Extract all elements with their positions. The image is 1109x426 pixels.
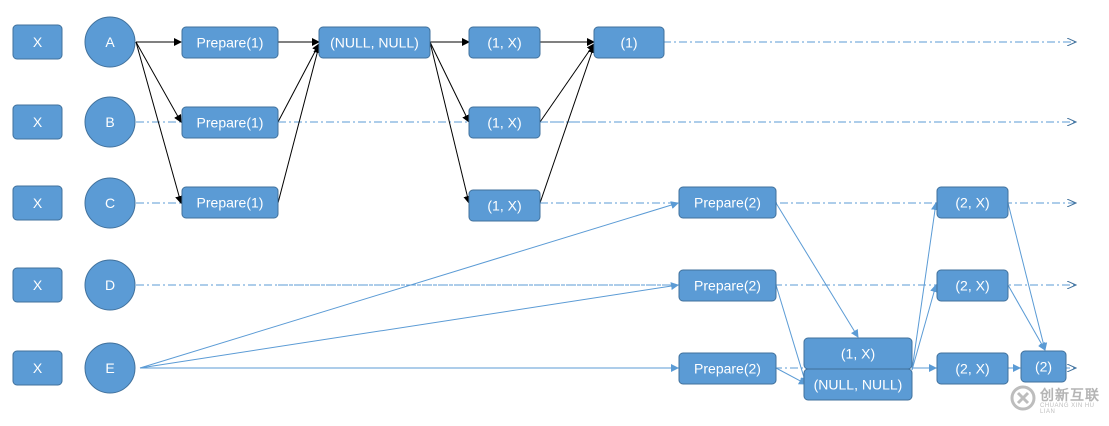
message-arrow [429, 41, 470, 123]
box-prepare2-c: Prepare(2) [678, 186, 777, 219]
box-2x-e: (2, X) [936, 352, 1009, 385]
box-2-e-label: (2) [1035, 359, 1052, 375]
node-label: C [105, 195, 115, 211]
message-arrow [139, 201, 679, 369]
box-1-a-label: (1) [620, 35, 637, 51]
x-box-label: X [33, 360, 43, 376]
x-box-b: X [12, 104, 63, 140]
box-prepare1-b-label: Prepare(1) [197, 115, 264, 131]
watermark-text: 创新互联 [1040, 388, 1100, 404]
box-1x-c: (1, X) [468, 189, 541, 222]
message-arrow [277, 45, 322, 204]
box-prepare2-d: Prepare(2) [678, 269, 777, 302]
box-prepare1-b: Prepare(1) [181, 106, 279, 139]
message-arrow [139, 282, 679, 369]
box-2x-d-label: (2, X) [955, 278, 989, 294]
node-label: A [105, 34, 115, 50]
x-box-label: X [33, 114, 43, 130]
box-2x-e-label: (2, X) [955, 361, 989, 377]
message-arrow [539, 43, 595, 123]
message-arrow [539, 45, 596, 204]
message-arrow [775, 202, 859, 338]
box-prepare1-a-label: Prepare(1) [197, 35, 264, 51]
box-null-null-e-label: (NULL, NULL) [814, 377, 903, 393]
x-box-label: X [33, 277, 43, 293]
box-1x-a: (1, X) [468, 26, 541, 59]
logo-icon [1010, 385, 1036, 411]
message-arrow [277, 43, 320, 123]
x-box-label: X [33, 34, 43, 50]
box-1x-b: (1, X) [468, 106, 541, 139]
box-2-e: (2) [1020, 350, 1067, 383]
box-prepare1-c-label: Prepare(1) [197, 195, 264, 211]
box-prepare1-c: Prepare(1) [181, 186, 279, 219]
node-c: C [84, 177, 136, 229]
message-arrow [1007, 202, 1048, 351]
message-arrow [135, 41, 182, 123]
box-1x-e-label: (1, X) [841, 346, 875, 362]
message-arrow [1007, 284, 1046, 351]
box-prepare2-e: Prepare(2) [678, 352, 777, 385]
x-box-a: X [12, 24, 63, 60]
box-null-null-a-label: (NULL, NULL) [330, 35, 419, 51]
message-arrow [775, 367, 807, 385]
x-box-label: X [33, 195, 43, 211]
message-arrow [911, 202, 939, 371]
watermark-subtext: CHUANG XIN HU LIAN [1040, 403, 1095, 415]
box-1x-c-label: (1, X) [487, 198, 521, 214]
box-prepare2-c-label: Prepare(2) [694, 195, 761, 211]
node-label: E [105, 360, 114, 376]
x-box-c: X [12, 185, 63, 221]
node-a: A [84, 16, 136, 68]
box-prepare2-d-label: Prepare(2) [694, 278, 761, 294]
node-d: D [84, 259, 136, 311]
box-2x-c: (2, X) [936, 186, 1009, 219]
message-arrow [135, 41, 183, 204]
box-2x-c-label: (2, X) [955, 195, 989, 211]
message-arrow [429, 41, 472, 204]
message-arrow [775, 284, 808, 385]
box-1x-a-label: (1, X) [487, 35, 521, 51]
x-box-e: X [12, 350, 63, 386]
node-label: B [105, 114, 114, 130]
box-1x-e: (1, X) [803, 337, 913, 370]
box-1x-b-label: (1, X) [487, 115, 521, 131]
message-arrow [911, 284, 938, 371]
box-prepare1-a: Prepare(1) [181, 26, 279, 59]
node-b: B [84, 96, 136, 148]
box-1-a: (1) [593, 26, 665, 59]
box-null-null-a: (NULL, NULL) [318, 26, 431, 59]
node-label: D [105, 277, 115, 293]
x-box-d: X [12, 267, 63, 303]
watermark: 创新互联 CHUANG XIN HU LIAN [1010, 383, 1108, 417]
box-2x-d: (2, X) [936, 269, 1009, 302]
node-e: E [84, 342, 136, 394]
box-prepare2-e-label: Prepare(2) [694, 361, 761, 377]
box-null-null-e: (NULL, NULL) [803, 368, 913, 401]
